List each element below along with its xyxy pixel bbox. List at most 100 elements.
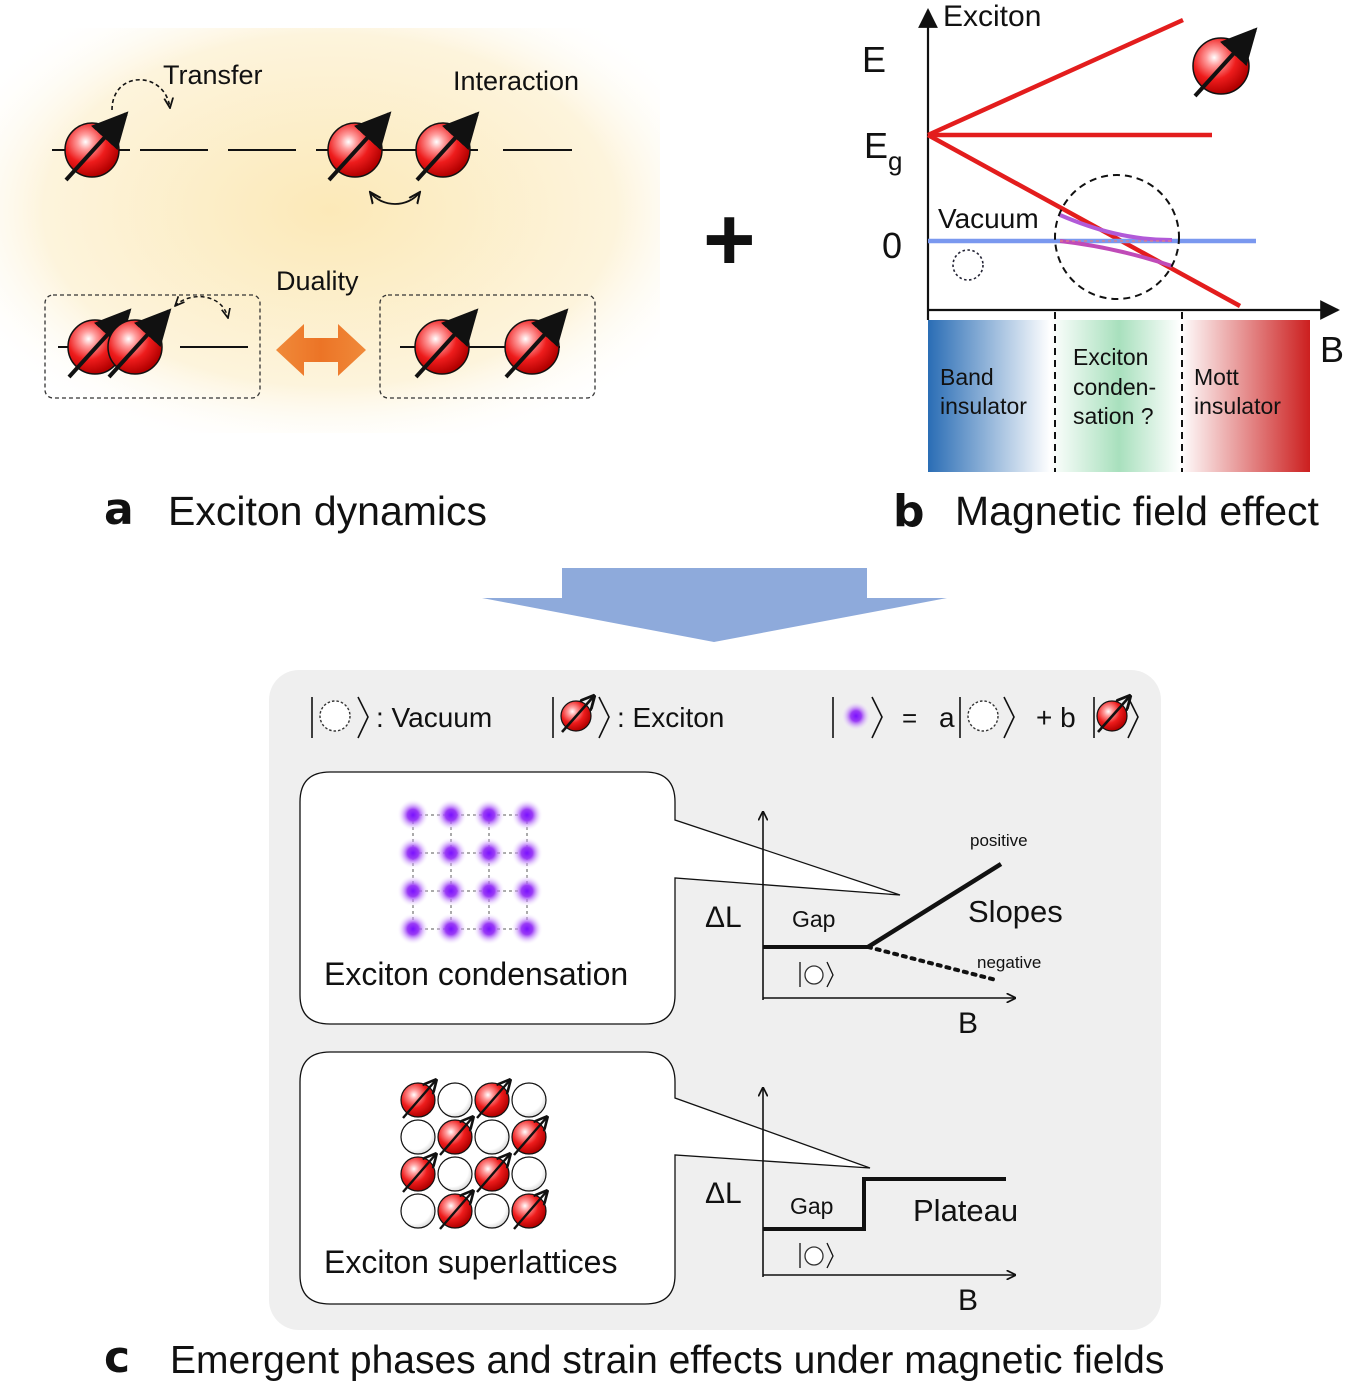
spin-ball-icon — [504, 308, 569, 379]
spin-ball-icon — [400, 1080, 436, 1119]
legend-plus-b: + b — [1036, 702, 1076, 733]
purple-ball-icon — [397, 837, 429, 869]
duality-box-left — [44, 294, 261, 399]
vacuum-icon — [952, 249, 984, 281]
purple-ball-icon — [435, 837, 467, 869]
panel-c-letter: c — [104, 1332, 130, 1383]
graph2-gap: Gap — [790, 1193, 833, 1219]
duality-box-right — [379, 294, 596, 399]
graph1-gap: Gap — [792, 906, 835, 932]
graph1-vacuum-ket — [799, 961, 834, 988]
graph1-positive-slope — [866, 862, 1003, 949]
spin-ball-icon — [415, 111, 480, 182]
ket-vacuum-small — [959, 696, 1015, 739]
condensation-lattice — [397, 799, 543, 945]
panel-b: Exciton E Eg 0 B Vacuum Band insulator E… — [862, 0, 1344, 537]
purple-ball-icon — [473, 837, 505, 869]
axis-label-e: E — [862, 39, 886, 80]
box1-title: Exciton condensation — [324, 956, 628, 992]
graph1-main: Slopes — [968, 894, 1063, 929]
spin-ball-icon — [107, 308, 172, 379]
purple-ball-icon — [511, 837, 543, 869]
callout-box-condensation — [299, 771, 901, 1025]
vacuum-ball-icon — [511, 1156, 547, 1192]
box2-title: Exciton superlattices — [324, 1244, 617, 1280]
spin-ball-icon — [414, 308, 479, 379]
plus-symbol: + — [703, 190, 756, 290]
spin-ball-icon — [327, 111, 392, 182]
graph2-main: Plateau — [913, 1193, 1018, 1228]
panel-c: : Vacuum : Exciton = a — [104, 670, 1164, 1383]
purple-ball-icon — [473, 799, 505, 831]
label-transfer: Transfer — [163, 60, 263, 90]
duality-double-arrow-icon — [276, 324, 366, 376]
purple-ball-icon — [511, 799, 543, 831]
purple-ball-icon — [397, 913, 429, 945]
spin-ball-icon — [64, 111, 129, 182]
anticross-lower — [1059, 239, 1173, 268]
zeeman-line-up — [927, 17, 1184, 138]
panel-a-letter: a — [104, 484, 134, 535]
vacuum-icon — [804, 965, 824, 985]
graph1-negative: negative — [977, 953, 1041, 972]
graph2-step-line — [763, 1177, 1006, 1231]
spin-ball-icon — [437, 1191, 473, 1230]
spin-ball-icon — [511, 1117, 547, 1156]
legend: : Vacuum : Exciton = a — [311, 696, 1139, 739]
spin-ball-icon — [1192, 27, 1258, 98]
spin-ball-icon — [560, 696, 594, 733]
zeeman-line-down — [926, 133, 1242, 308]
panel-b-caption: Magnetic field effect — [955, 488, 1320, 534]
spin-ball-icon — [474, 1080, 510, 1119]
graph2-xlabel: B — [958, 1284, 978, 1317]
axis-label-eg: Eg — [864, 125, 902, 176]
transfer-arrow-icon — [175, 295, 228, 318]
vacuum-ball-icon — [474, 1193, 510, 1229]
panel-b-letter: b — [893, 486, 925, 537]
vacuum-ball-icon — [511, 1082, 547, 1118]
vacuum-ball-icon — [437, 1156, 473, 1192]
phase-bar — [928, 320, 1310, 472]
graph-slopes: ΔL Gap Slopes positive negative B — [705, 812, 1063, 1040]
spin-ball-icon — [474, 1154, 510, 1193]
purple-ball-icon — [435, 913, 467, 945]
panel-c-caption: Emergent phases and strain effects under… — [170, 1339, 1164, 1382]
phase-band-insulator: Band insulator — [940, 364, 1027, 419]
axis-label-zero: 0 — [882, 225, 902, 266]
graph1-xlabel: B — [958, 1007, 978, 1040]
purple-ball-icon — [473, 913, 505, 945]
legend-equals: = — [902, 703, 917, 733]
panel-a: Transfer Interaction Duality a Exciton d — [0, 28, 660, 535]
label-vacuum: Vacuum — [938, 203, 1039, 234]
phase-exciton-condensation: Exciton conden- sation ? — [1073, 344, 1163, 429]
vacuum-icon — [804, 1246, 824, 1266]
spin-ball-icon — [511, 1191, 547, 1230]
label-duality: Duality — [276, 266, 359, 296]
panel-a-caption: Exciton dynamics — [168, 488, 487, 534]
label-interaction: Interaction — [453, 66, 579, 96]
anticross-upper — [1059, 213, 1173, 242]
ket-exciton — [552, 696, 610, 739]
anticross-circle — [1054, 174, 1180, 300]
superlattice-grid — [400, 1080, 547, 1230]
purple-ball-icon — [397, 799, 429, 831]
purple-ball-icon — [511, 875, 543, 907]
down-arrow-icon — [482, 568, 947, 642]
graph-plateau: ΔL Gap Plateau B — [705, 1088, 1018, 1317]
callout-box-superlattice — [299, 1051, 871, 1305]
phase-mott-insulator: Mott insulator — [1194, 364, 1281, 419]
vacuum-ball-icon — [437, 1082, 473, 1118]
ket-superposition — [832, 696, 883, 739]
legend-a: a — [939, 702, 955, 733]
purple-ball-icon — [473, 875, 505, 907]
spin-ball-icon — [400, 1154, 436, 1193]
transfer-arrow-icon — [111, 78, 170, 111]
ket-exciton-small — [1093, 696, 1139, 739]
interaction-arrow-icon — [370, 192, 420, 205]
vacuum-ball-icon — [400, 1119, 436, 1155]
axis-label-exciton: Exciton — [943, 0, 1041, 33]
spin-ball-icon — [437, 1117, 473, 1156]
legend-exciton-label: : Exciton — [617, 702, 724, 733]
graph1-negative-slope — [866, 945, 998, 982]
